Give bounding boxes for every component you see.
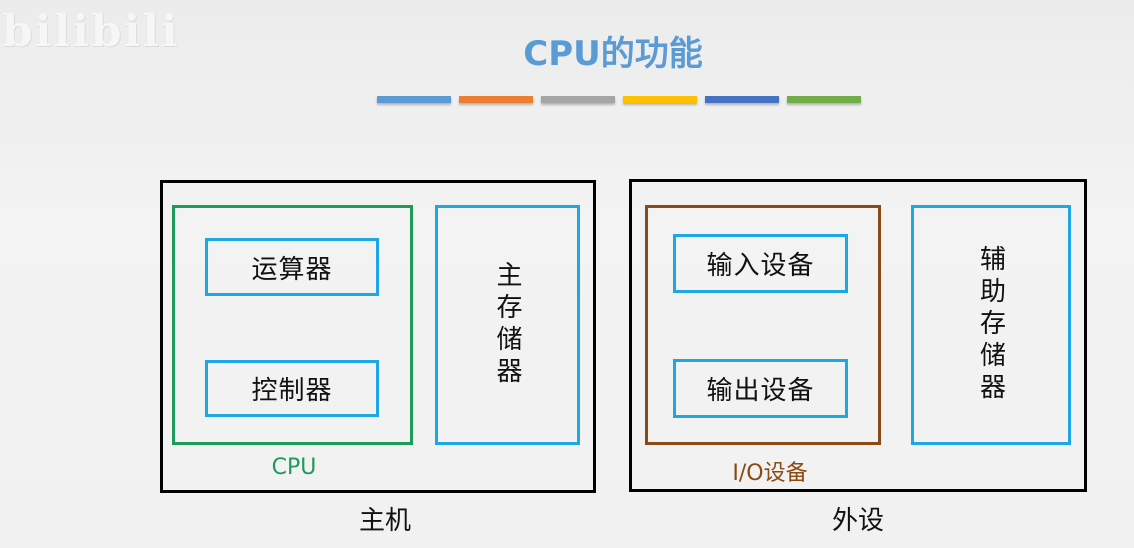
host-box (160, 180, 596, 493)
peripherals-box (629, 179, 1087, 492)
bilibili-watermark: bilibili (2, 6, 180, 57)
control-unit-box (205, 360, 379, 417)
cpu-box (172, 205, 413, 445)
aux-memory-label: 辅助存储器 (975, 245, 1006, 405)
host-caption: 主机 (358, 506, 411, 536)
divider-bar-6 (787, 96, 861, 103)
title-divider (377, 96, 861, 103)
control-unit-label: 控制器 (251, 376, 333, 406)
slide-title: CPU的功能 (523, 34, 703, 74)
alu-label: 运算器 (251, 254, 333, 285)
io-devices-box (645, 205, 881, 445)
output-device-box (673, 359, 848, 418)
divider-bar-2 (459, 96, 533, 103)
io-devices-caption: I/O设备 (732, 461, 808, 486)
main-memory-label: 主存储器 (492, 261, 522, 389)
aux-memory-box (911, 205, 1071, 445)
divider-bar-5 (705, 96, 779, 103)
alu-box (205, 238, 379, 296)
cpu-caption: CPU (271, 455, 317, 480)
main-memory-box (435, 205, 580, 445)
input-device-label: 输入设备 (706, 251, 815, 281)
divider-bar-1 (377, 96, 451, 103)
input-device-box (673, 234, 848, 293)
output-device-label: 输出设备 (706, 376, 815, 406)
divider-bar-3 (541, 96, 615, 103)
peripherals-caption: 外设 (831, 506, 884, 536)
divider-bar-4 (623, 96, 697, 103)
